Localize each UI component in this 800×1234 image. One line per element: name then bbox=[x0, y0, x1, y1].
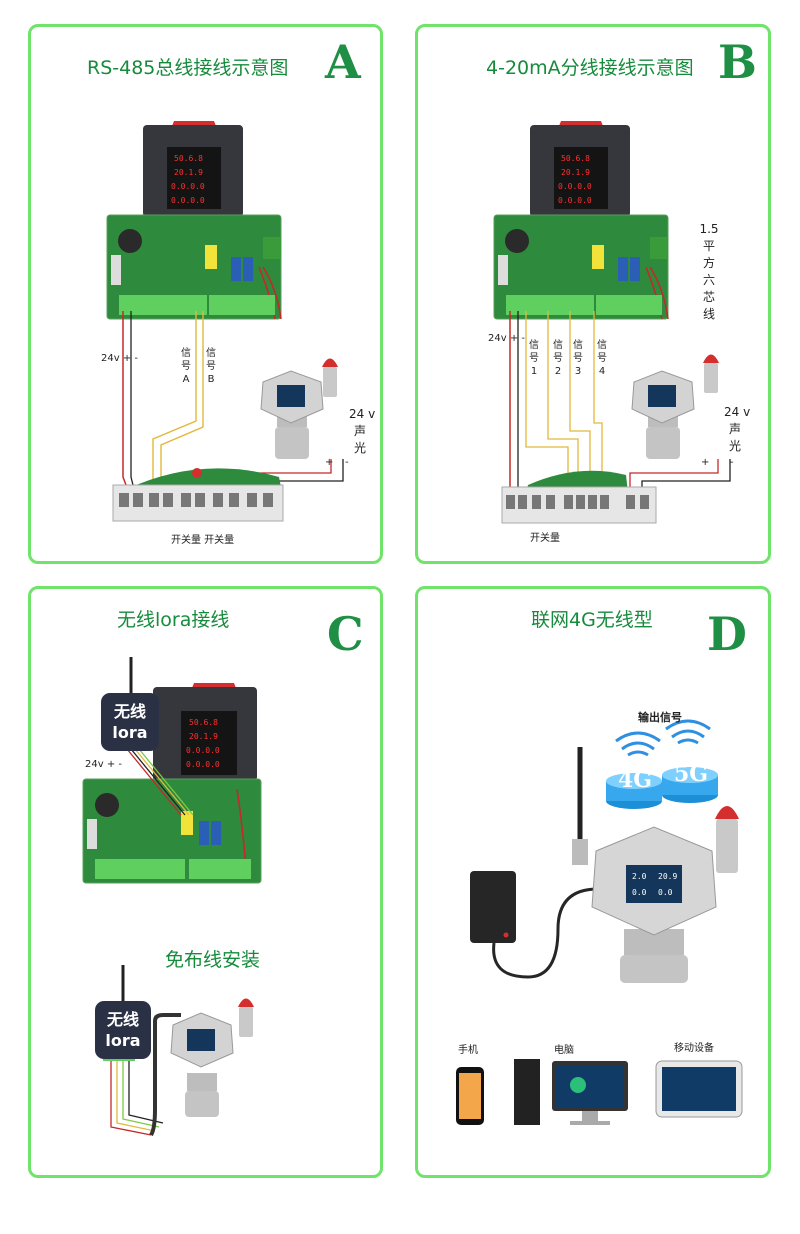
minus-label: - bbox=[730, 457, 734, 468]
detector-screen bbox=[626, 865, 682, 903]
pcb-board bbox=[106, 214, 282, 320]
controller-display bbox=[181, 711, 237, 775]
device-phone-label: 手机 bbox=[458, 1045, 478, 1056]
connector-yellow bbox=[205, 245, 217, 269]
relay-2 bbox=[243, 257, 253, 281]
svg-text:50.6.8: 50.6.8 bbox=[189, 718, 218, 727]
panel-b-letter: B bbox=[718, 35, 757, 89]
beacon-light-icon bbox=[715, 806, 739, 819]
svg-text:50.6.8: 50.6.8 bbox=[561, 154, 590, 163]
panel-a-rs485: RS-485总线接线示意图 A 50.6.8 20.1.9 0.0.0.0 0.… bbox=[28, 24, 383, 564]
alarm-voltage-label: 24 v bbox=[724, 405, 751, 419]
svg-text:0.0: 0.0 bbox=[658, 888, 673, 897]
pcb-board bbox=[82, 778, 262, 884]
svg-text:0.0: 0.0 bbox=[632, 888, 647, 897]
panel-a-letter: A bbox=[325, 35, 361, 89]
terminal-right bbox=[263, 237, 281, 259]
svg-text:20.1.9: 20.1.9 bbox=[561, 168, 590, 177]
panel-b-4-20ma: 4-20mA分线接线示意图 B 50.6.8 20.1.9 0.0.0.0 0.… bbox=[415, 24, 771, 564]
svg-text:20.1.9: 20.1.9 bbox=[189, 732, 218, 741]
minus-label: - bbox=[345, 457, 349, 468]
power-label: 24v + - bbox=[85, 759, 122, 770]
relay-1 bbox=[231, 257, 241, 281]
alarm-text-label: 声光 bbox=[728, 422, 741, 453]
output-signal-label: 输出信号 bbox=[638, 711, 682, 724]
buzzer-icon bbox=[505, 229, 529, 253]
svg-text:0.0.0.0: 0.0.0.0 bbox=[186, 746, 220, 755]
signal-b-label: 信号B bbox=[206, 348, 216, 385]
device-mobile-label: 移动设备 bbox=[674, 1043, 714, 1054]
reading-2: 20.1.9 bbox=[174, 168, 203, 177]
beacon-light-icon bbox=[322, 358, 338, 367]
panel-d-letter: D bbox=[707, 607, 747, 661]
terminal-strip-left bbox=[119, 295, 207, 315]
alarm-text-label: 声光 bbox=[353, 424, 366, 455]
panel-d-title: 联网4G无线型 bbox=[531, 609, 653, 631]
reading-4: 0.0.0.0 bbox=[171, 196, 205, 205]
computer-tower-icon bbox=[514, 1059, 540, 1125]
panel-c-subtitle: 免布线安装 bbox=[165, 949, 261, 971]
alarm-voltage-label: 24 v bbox=[349, 407, 376, 421]
signal-a-label: 信号A bbox=[181, 348, 191, 385]
plus-label: + bbox=[701, 457, 710, 468]
buzzer-icon bbox=[118, 229, 142, 253]
lora-module-top: 无线lora bbox=[101, 693, 159, 751]
svg-text:0.0.0.0: 0.0.0.0 bbox=[558, 182, 592, 191]
detector-sensor bbox=[620, 955, 688, 983]
reading-1: 50.6.8 bbox=[174, 154, 203, 163]
power-label: 24v + - bbox=[101, 353, 138, 364]
svg-text:0.0.0.0: 0.0.0.0 bbox=[558, 196, 592, 205]
indicator-led bbox=[192, 468, 202, 478]
cable-label: 1.5平方六芯线 bbox=[699, 222, 719, 321]
power-adapter bbox=[470, 871, 516, 943]
power-label: 24v + - bbox=[488, 333, 525, 344]
power-cable bbox=[492, 887, 599, 979]
svg-text:20.9: 20.9 bbox=[658, 872, 677, 881]
cable bbox=[149, 1013, 181, 1137]
pcb-board bbox=[493, 214, 669, 320]
panel-c-letter: C bbox=[327, 607, 364, 661]
detector-sensor bbox=[275, 427, 309, 459]
wifi-icon bbox=[615, 731, 661, 757]
beacon-base bbox=[323, 367, 337, 397]
svg-text:0.0.0.0: 0.0.0.0 bbox=[186, 760, 220, 769]
panel-c-diagram: 50.6.8 20.1.9 0.0.0.0 0.0.0.0 bbox=[82, 657, 262, 1137]
panel-b-diagram: 50.6.8 20.1.9 0.0.0.0 0.0.0.0 bbox=[493, 121, 731, 524]
panel-a-diagram: 50.6.8 20.1.9 0.0.0.0 0.0.0.0 bbox=[106, 121, 344, 522]
terminal-strip-right bbox=[209, 295, 275, 315]
signal-2-label: 信号2 bbox=[553, 340, 563, 377]
device-computer-label: 电脑 bbox=[554, 1045, 574, 1056]
svg-text:2.0: 2.0 bbox=[632, 872, 647, 881]
signal-3-label: 信号3 bbox=[573, 340, 583, 377]
switch-output-label: 开关量 开关量 bbox=[171, 535, 235, 546]
wifi-icon bbox=[665, 719, 711, 745]
buzzer-icon bbox=[95, 793, 119, 817]
switch-output-label: 开关量 bbox=[530, 533, 560, 544]
detector-screen bbox=[277, 385, 305, 407]
lora-module-bottom: 无线lora bbox=[95, 1001, 151, 1059]
fuse bbox=[111, 255, 121, 285]
panel-d-4g: 联网4G无线型 D 2.0 20.9 bbox=[415, 586, 771, 1178]
panel-d-diagram: 2.0 20.9 0.0 0.0 bbox=[456, 719, 743, 1125]
signal-1-label: 信号1 bbox=[529, 340, 539, 377]
plus-label: + bbox=[325, 457, 334, 468]
controller-display bbox=[554, 147, 608, 209]
badge-5g: 5G bbox=[674, 761, 709, 787]
panel-a-title: RS-485总线接线示意图 bbox=[87, 57, 289, 79]
badge-4g: 4G bbox=[618, 767, 653, 793]
panel-b-title: 4-20mA分线接线示意图 bbox=[486, 57, 694, 79]
beacon-light-icon bbox=[703, 354, 719, 363]
signal-4-label: 信号4 bbox=[597, 340, 607, 377]
panel-c-title: 无线lora接线 bbox=[117, 609, 230, 631]
beacon-light-icon bbox=[238, 998, 254, 1007]
controller-display bbox=[167, 147, 221, 209]
reading-3: 0.0.0.0 bbox=[171, 182, 205, 191]
panel-c-lora: 无线lora接线 C 50.6.8 20.1.9 0.0.0.0 0.0.0.0 bbox=[28, 586, 383, 1178]
